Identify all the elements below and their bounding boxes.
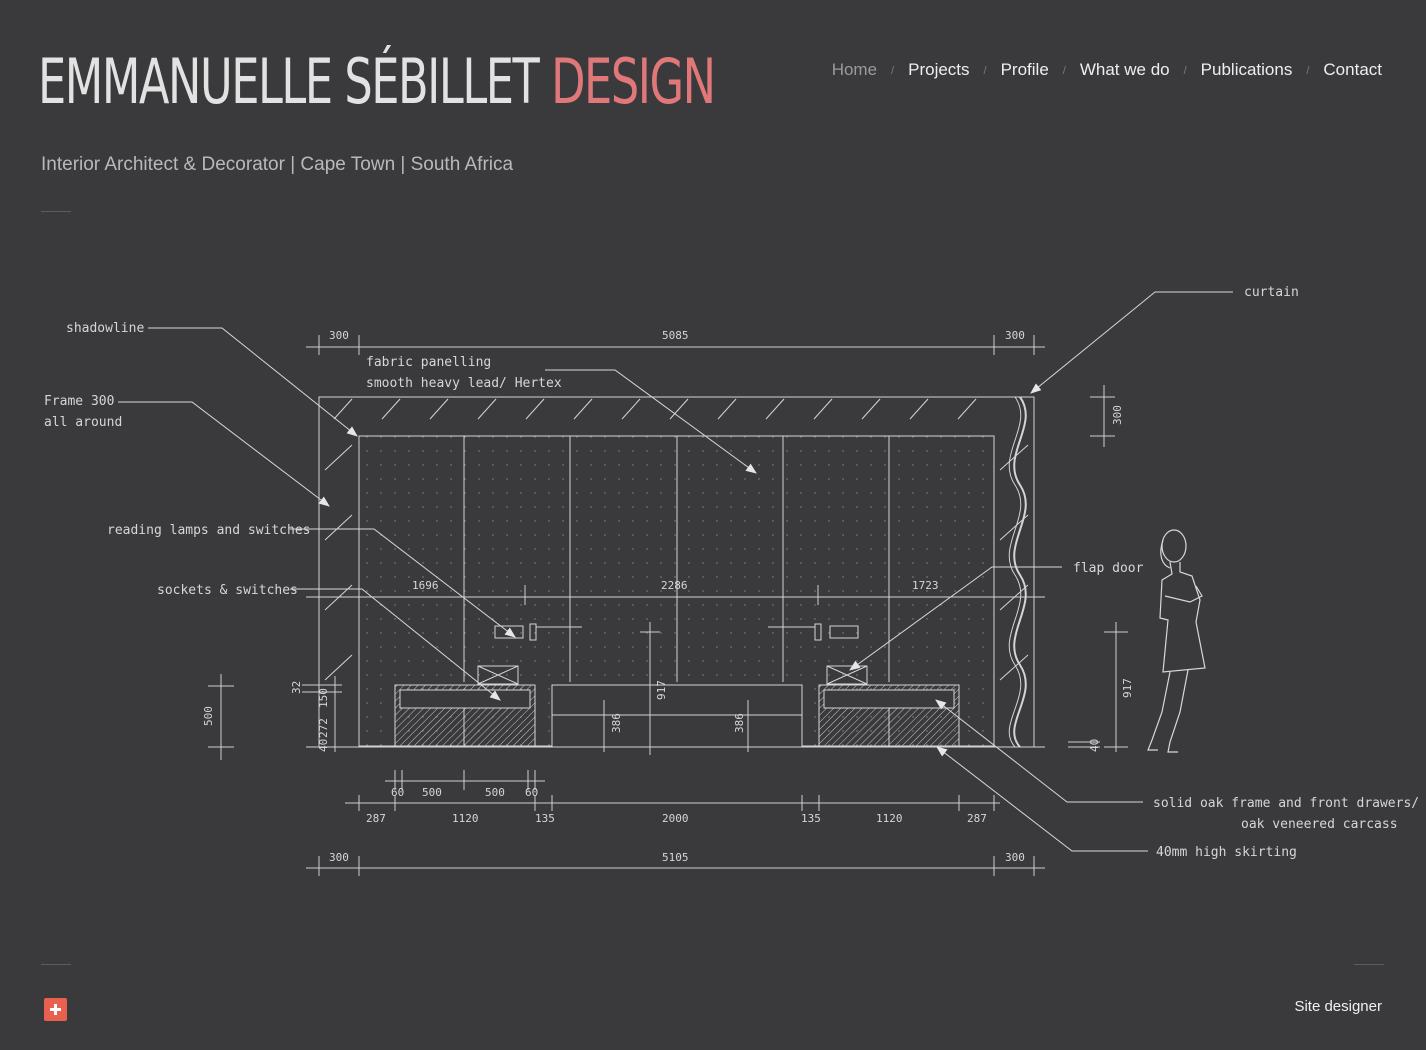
label-shadowline: shadowline (66, 321, 144, 336)
dim-bottom-left: 300 (329, 851, 349, 864)
footer-divider-right (1354, 964, 1384, 965)
dim-row1: 60 (525, 786, 538, 799)
dim-left-150: 150 (317, 688, 330, 708)
leader-fabric (545, 369, 757, 474)
nav-separator: / (1062, 65, 1066, 77)
dim-top-right: 300 (1005, 329, 1025, 342)
dim-side-40: 40 (1088, 739, 1101, 752)
leader-frame (118, 401, 330, 507)
logo-accent: DESIGN (551, 45, 716, 118)
dim-inner-left: 1696 (412, 579, 439, 592)
label-reading-lamps: reading lamps and switches (107, 523, 311, 538)
nav-projects[interactable]: Projects (908, 60, 970, 79)
dim-row2: 135 (535, 812, 555, 825)
nav-publications[interactable]: Publications (1200, 60, 1293, 79)
site-logo[interactable]: EMMANUELLE SÉBILLET DESIGN (38, 45, 716, 118)
leader-shadowline (148, 327, 358, 437)
dim-left-32: 32 (290, 681, 303, 694)
plus-glyph (50, 1004, 61, 1015)
leader-curtain (1030, 291, 1233, 394)
bed-headboard (551, 684, 803, 748)
nav-separator: / (891, 65, 895, 77)
dim-left-272: 272 (317, 718, 330, 738)
dim-row2: 135 (801, 812, 821, 825)
label-oak-1: solid oak frame and front drawers/ (1153, 796, 1419, 811)
leader-sockets (290, 588, 501, 701)
nav-contact[interactable]: Contact (1323, 60, 1382, 79)
dim-inner-mid: 2286 (661, 579, 688, 592)
label-skirting: 40mm high skirting (1156, 845, 1297, 860)
dim-side-300: 300 (1111, 405, 1124, 425)
label-fabric-2: smooth heavy lead/ Hertex (366, 376, 562, 391)
header-divider (41, 211, 71, 212)
tagline: Interior Architect & Decorator | Cape To… (41, 154, 514, 175)
dim-row1: 60 (391, 786, 404, 799)
dim-center-386a: 386 (610, 713, 623, 733)
leader-skirting (936, 746, 1148, 852)
dim-inner-right: 1723 (912, 579, 939, 592)
curtain-shape (1013, 396, 1027, 748)
leader-lamps (290, 528, 516, 638)
dim-left-40: 40 (317, 739, 330, 752)
dim-row1: 500 (422, 786, 442, 799)
main-nav: Home / Projects / Profile / What we do /… (832, 60, 1382, 80)
label-fabric-1: fabric panelling (366, 355, 491, 370)
dim-row2: 1120 (452, 812, 479, 825)
dim-side-917: 917 (1121, 678, 1134, 698)
dim-bottom-right: 300 (1005, 851, 1025, 864)
nav-home[interactable]: Home (831, 60, 878, 79)
leader-flap (849, 566, 1062, 671)
nav-separator: / (1306, 65, 1310, 77)
right-flap-door (826, 665, 868, 685)
footer-divider-left (41, 964, 71, 965)
label-curtain: curtain (1244, 285, 1299, 300)
dim-top-mid: 5085 (662, 329, 689, 342)
elevation-drawing: shadowline Frame 300 all around fabric p… (0, 220, 1426, 920)
dim-bottom-mid: 5105 (662, 851, 689, 864)
dim-top-left: 300 (329, 329, 349, 342)
dim-row2: 2000 (662, 812, 689, 825)
dim-center-386b: 386 (733, 713, 746, 733)
label-flap-door: flap door (1073, 561, 1144, 576)
elevation-svg: shadowline Frame 300 all around fabric p… (44, 285, 1419, 876)
left-flap-door (477, 665, 519, 685)
left-switch (494, 625, 524, 639)
dim-left-500: 500 (202, 706, 215, 726)
plus-icon[interactable] (44, 998, 67, 1021)
dim-center-917: 917 (655, 680, 668, 700)
leader-oak (935, 699, 1143, 803)
nav-separator: / (1183, 65, 1187, 77)
scale-figure (1147, 529, 1206, 753)
dim-row1: 500 (485, 786, 505, 799)
dim-row2: 1120 (876, 812, 903, 825)
nav-what-we-do[interactable]: What we do (1079, 60, 1170, 79)
nav-profile[interactable]: Profile (1000, 60, 1049, 79)
nav-separator: / (983, 65, 987, 77)
right-switch (829, 625, 859, 639)
site-designer-link[interactable]: Site designer (1294, 998, 1382, 1015)
label-frame-2: all around (44, 415, 122, 430)
dim-row2: 287 (967, 812, 987, 825)
logo-name: EMMANUELLE SÉBILLET (38, 45, 540, 118)
label-sockets: sockets & switches (157, 583, 298, 598)
label-frame-1: Frame 300 (44, 394, 114, 409)
label-oak-2: oak veneered carcass (1241, 817, 1398, 832)
dim-row2: 287 (366, 812, 386, 825)
